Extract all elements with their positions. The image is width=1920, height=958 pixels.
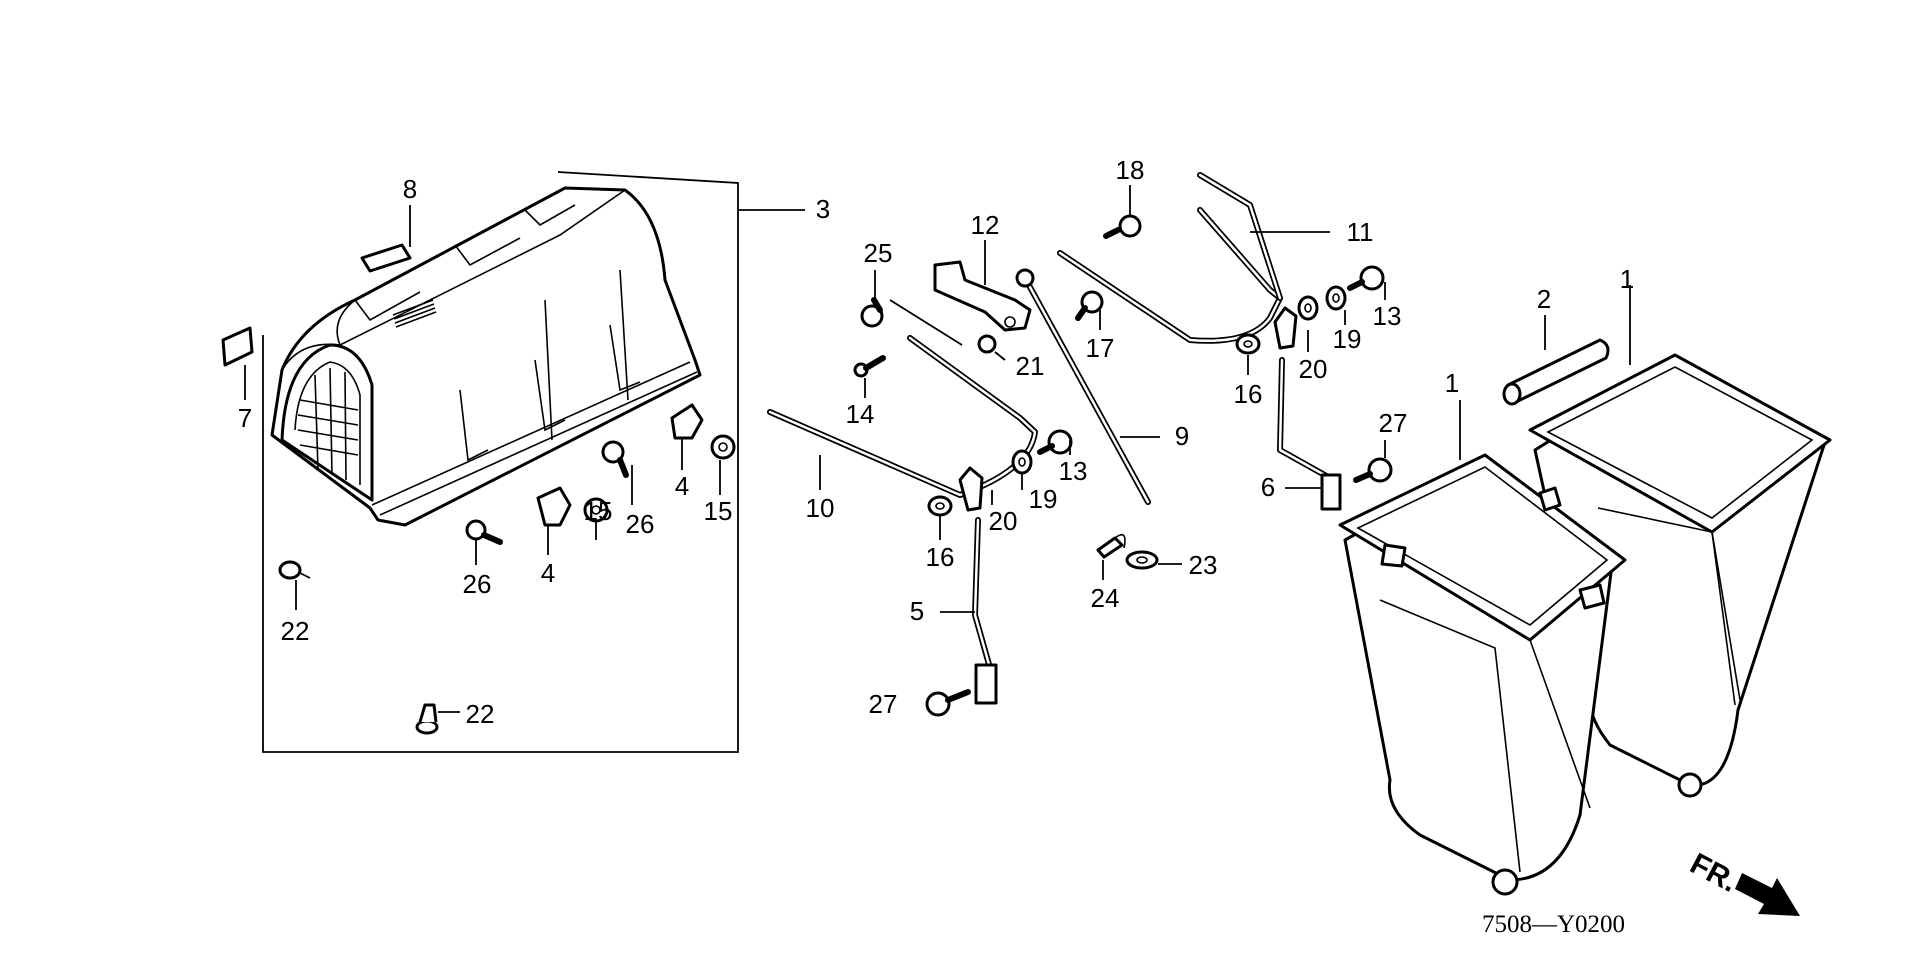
callout-4b: 4 bbox=[675, 471, 689, 501]
callout-1-rear: 1 bbox=[1620, 264, 1634, 294]
collar-16b bbox=[1235, 333, 1261, 375]
callout-24: 24 bbox=[1091, 583, 1120, 613]
callout-23: 23 bbox=[1189, 550, 1218, 580]
assembly-3-bracket bbox=[262, 171, 805, 753]
callout-18: 18 bbox=[1116, 155, 1145, 185]
callout-7: 7 bbox=[238, 403, 252, 433]
rod-9 bbox=[1015, 268, 1160, 505]
nut-13b bbox=[1347, 265, 1386, 300]
callout-25: 25 bbox=[864, 238, 893, 268]
lever-20a bbox=[958, 466, 993, 512]
callout-20a: 20 bbox=[989, 506, 1018, 536]
bracket-4a bbox=[536, 486, 572, 555]
clip-22a bbox=[278, 560, 311, 610]
rod-5 bbox=[940, 517, 998, 705]
lever-20b bbox=[1273, 306, 1309, 352]
grass-bag-front bbox=[1338, 400, 1627, 896]
callout-1-front: 1 bbox=[1445, 368, 1459, 398]
callout-10: 10 bbox=[806, 493, 835, 523]
callout-22a: 22 bbox=[281, 616, 310, 646]
grass-bag-cover bbox=[270, 186, 702, 527]
washer-23 bbox=[1125, 550, 1182, 570]
callout-8: 8 bbox=[403, 174, 417, 204]
screw-14 bbox=[853, 355, 886, 398]
handle-2 bbox=[1502, 315, 1610, 406]
label-8 bbox=[360, 205, 412, 273]
callout-26a: 26 bbox=[463, 569, 492, 599]
callout-15a: 15 bbox=[584, 496, 613, 526]
callout-26b: 26 bbox=[626, 509, 655, 539]
callout-4a: 4 bbox=[541, 558, 555, 588]
callout-16b: 16 bbox=[1234, 379, 1263, 409]
callout-5: 5 bbox=[910, 596, 924, 626]
bolt-25 bbox=[860, 270, 963, 346]
callout-19a: 19 bbox=[1029, 484, 1058, 514]
front-label: FR. bbox=[1685, 847, 1743, 899]
nut-15b bbox=[710, 434, 736, 495]
callout-16a: 16 bbox=[926, 542, 955, 572]
callout-15b: 15 bbox=[704, 496, 733, 526]
front-direction-marker: FR. bbox=[1685, 847, 1800, 916]
callouts: 1 1 2 3 4 4 5 6 7 8 9 10 11 12 13 13 14 … bbox=[238, 155, 1634, 729]
callout-6: 6 bbox=[1261, 472, 1275, 502]
callout-27b: 27 bbox=[1379, 408, 1408, 438]
bolt-27b bbox=[1353, 440, 1393, 483]
callout-11: 11 bbox=[1347, 217, 1374, 247]
frame-10 bbox=[767, 335, 1038, 498]
drawing-code: 7508—Y0200 bbox=[1482, 911, 1625, 938]
callout-9: 9 bbox=[1175, 421, 1189, 451]
callout-13a: 13 bbox=[1059, 456, 1088, 486]
bolt-26b bbox=[601, 440, 633, 505]
nut-15a bbox=[583, 497, 609, 540]
bracket-12 bbox=[933, 240, 1032, 332]
front-arrow-icon bbox=[1735, 873, 1800, 916]
callout-27a: 27 bbox=[869, 689, 898, 719]
pin-17 bbox=[1075, 290, 1104, 330]
callout-17: 17 bbox=[1086, 333, 1115, 363]
washer-21 bbox=[977, 334, 1006, 361]
bolt-27a bbox=[925, 689, 971, 717]
pin-24 bbox=[1096, 533, 1126, 580]
callout-13b: 13 bbox=[1373, 301, 1402, 331]
bracket-4b bbox=[670, 403, 704, 470]
nut-13a bbox=[1037, 429, 1073, 455]
collar-16a bbox=[927, 495, 953, 540]
callout-21: 21 bbox=[1016, 351, 1045, 381]
callout-3: 3 bbox=[816, 194, 830, 224]
callout-19b: 19 bbox=[1333, 324, 1362, 354]
callout-20b: 20 bbox=[1299, 354, 1328, 384]
washer-19b bbox=[1297, 295, 1319, 321]
label-7 bbox=[221, 326, 254, 400]
callout-14: 14 bbox=[846, 399, 875, 429]
callout-22b: 22 bbox=[466, 699, 495, 729]
bolt-26a bbox=[465, 519, 503, 565]
clip-22b bbox=[415, 703, 460, 735]
bolt-18 bbox=[1103, 185, 1142, 239]
callout-12: 12 bbox=[971, 210, 1000, 240]
callout-2: 2 bbox=[1537, 284, 1551, 314]
washer-19a bbox=[1011, 449, 1033, 490]
washer-19b2 bbox=[1325, 285, 1347, 325]
rod-6 bbox=[1277, 357, 1342, 511]
